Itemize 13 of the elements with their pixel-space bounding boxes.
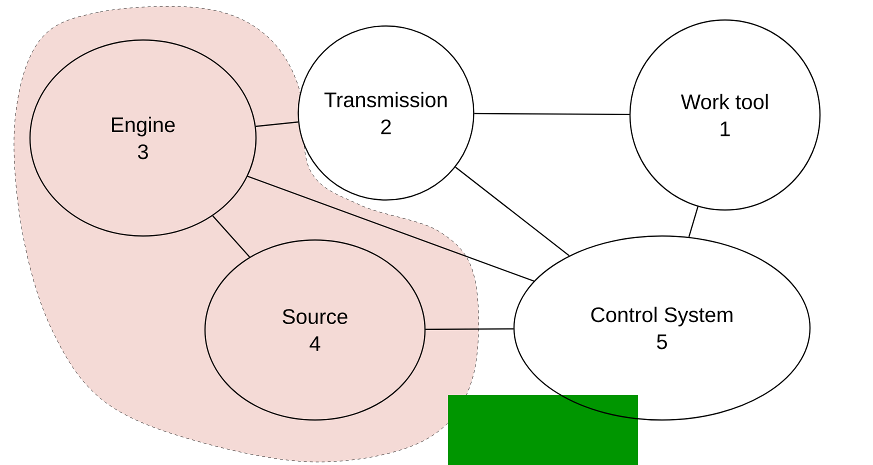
oval-node: Engine 3 (29, 39, 257, 237)
connector-line (212, 215, 250, 258)
connector-line (256, 121, 298, 127)
connector-line (247, 176, 534, 282)
connector-line (455, 166, 570, 256)
oval-node: Transmission 2 (298, 25, 474, 201)
connector-line (426, 328, 514, 330)
connector-line (474, 112, 630, 116)
filled-rectangle (448, 395, 638, 465)
oval-node: Source 4 (204, 239, 426, 421)
oval-node: Control System 5 (513, 235, 811, 421)
oval-node: Work tool 1 (629, 19, 821, 211)
connector-line (688, 206, 698, 238)
